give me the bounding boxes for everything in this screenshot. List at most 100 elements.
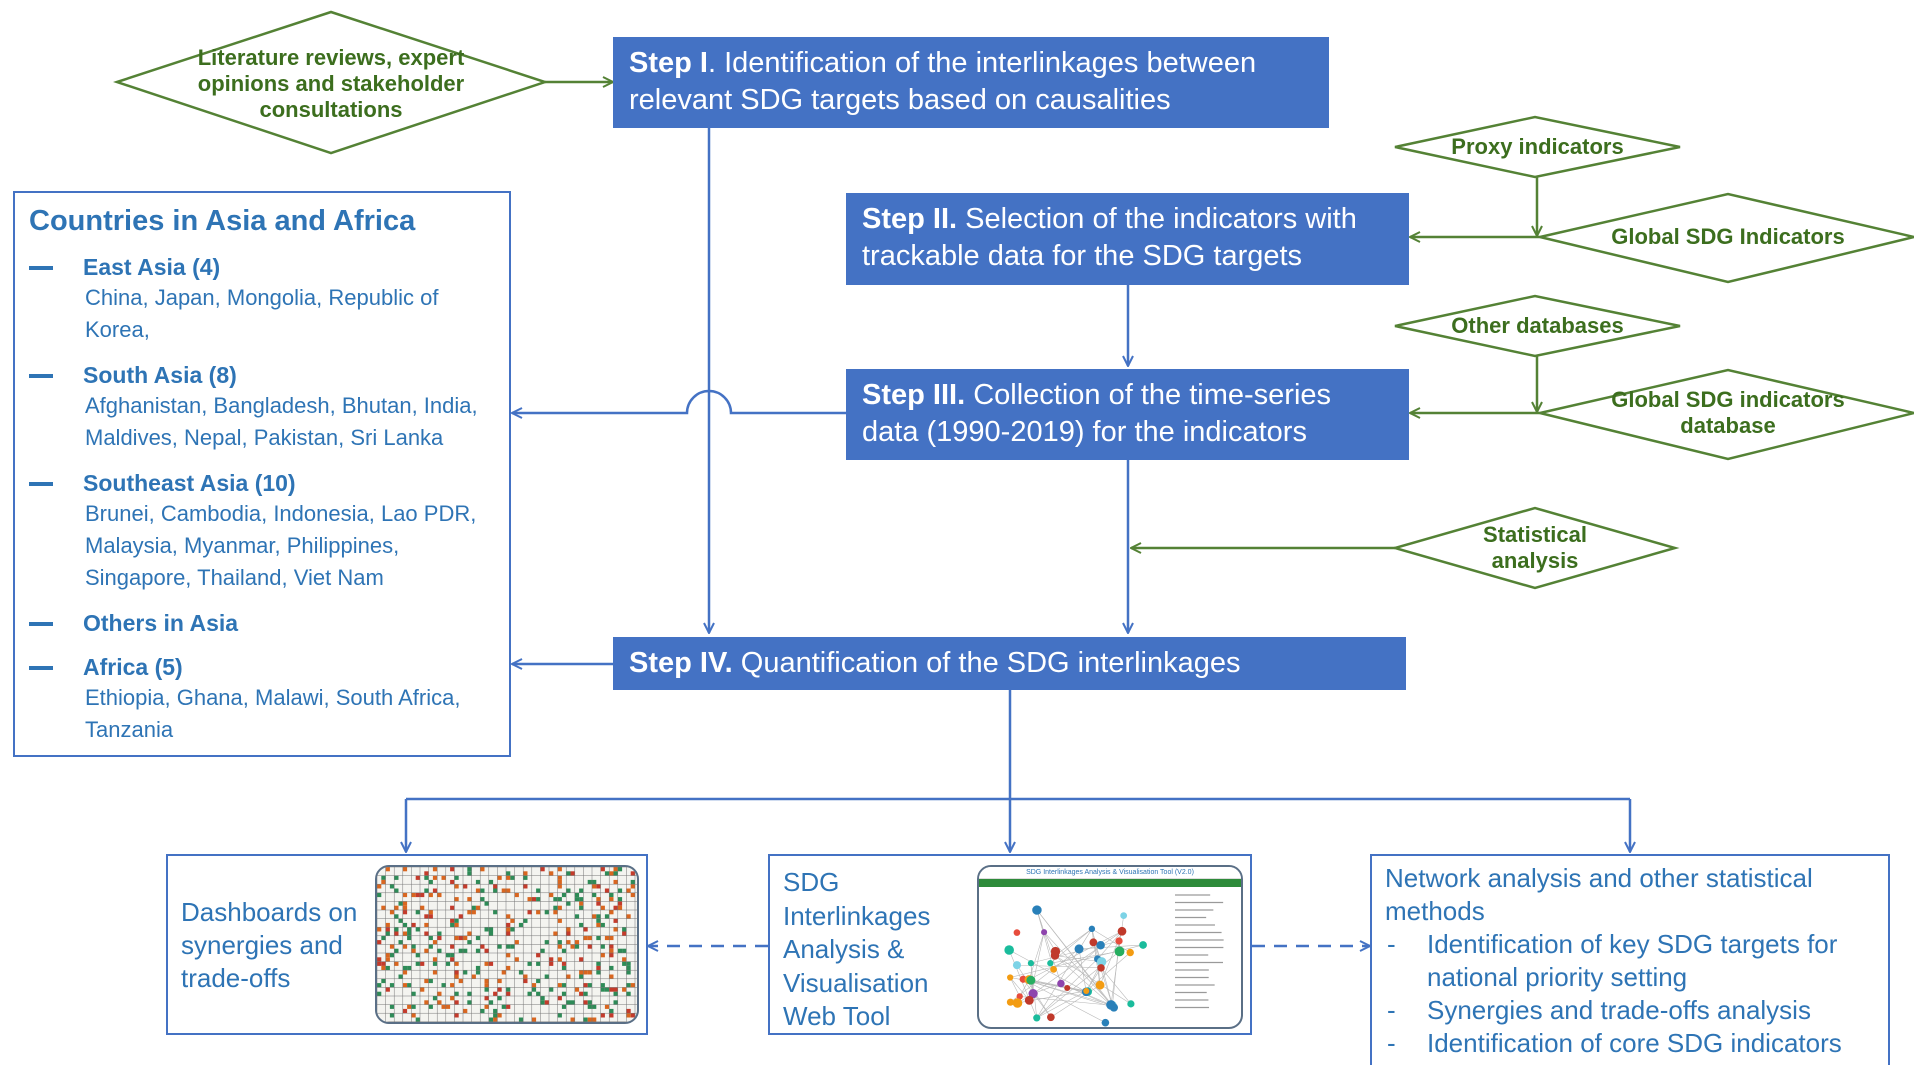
heatmap-cell [463,935,468,941]
network-analysis-title: Network analysis and other statistical m… [1385,863,1813,926]
heatmap-cell [454,1013,459,1018]
heatmap-cell [626,983,631,988]
heatmap-cell [424,1000,429,1005]
heatmap-cell [613,1000,618,1005]
network-node [1127,1000,1135,1008]
heatmap-cell [566,940,571,945]
network-edge [1010,948,1080,1003]
heatmap-cell [480,867,485,872]
global-sdg-database-label: Global SDG indicators database [1611,387,1845,438]
heatmap-cell [544,974,549,979]
heatmap-cell [514,957,519,962]
heatmap-cell [432,970,438,975]
heatmap-cell [600,922,605,928]
heatmap-cell [501,1004,506,1009]
heatmap-cell [377,957,382,962]
heatmap-cell [389,983,395,988]
network-edge [1009,977,1030,1001]
heatmap-cell [488,961,494,966]
heatmap-cell [407,927,412,932]
network-node [1050,951,1060,960]
heatmap-cell [557,879,562,885]
heatmap-cell [630,871,635,876]
heatmap-cell [493,1017,498,1022]
heatmap-cell [557,884,562,889]
network-node [1120,912,1128,919]
heatmap-cell [389,1004,395,1009]
heatmap-cell [531,897,537,902]
heatmap-cell [583,935,588,941]
heatmap-cell [626,1008,631,1014]
heatmap-cell [574,940,580,945]
heatmap-cell [389,953,395,958]
heatmap-cell [463,884,468,889]
heatmap-cell [549,871,554,876]
heatmap-cell [600,1013,605,1018]
network-item-2: Synergies and trade-offs analysis [1385,994,1885,1027]
heatmap-cell [587,879,592,885]
heatmap-cell [617,901,623,906]
heatmap-cell [377,991,382,996]
region-name: Southeast Asia (10) [83,470,296,496]
heatmap-cell [561,991,567,996]
region-name: Others in Asia [83,610,239,636]
heatmap-cell [592,1017,597,1022]
heatmap-cell [484,1004,489,1009]
network-edge [1009,977,1020,997]
network-item-1: Identification of key SDG targets for na… [1385,928,1885,994]
heatmap-cell [604,987,610,992]
heatmap-cell [458,948,463,953]
heatmap-cell [497,944,502,949]
heatmap-cell [536,961,541,966]
heatmap-cell [475,970,481,975]
heatmap-cell [557,918,562,923]
heatmap-cell [617,867,623,872]
heatmap-cell [617,897,623,902]
webtool-label: SDG Interlinkages Analysis & Visualisati… [783,867,931,1031]
network-edge [1008,949,1038,1019]
heatmap-cell [523,974,528,979]
network-edge [1029,932,1045,1001]
heatmap-cell [506,953,511,958]
heatmap-cell [402,867,408,872]
heatmap-cell [506,931,511,936]
heatmap-cell [510,927,515,932]
network-edge [1028,932,1045,980]
heatmap-cell [385,927,390,932]
heatmap-cell [437,935,442,941]
heatmap-cell [523,978,528,984]
heatmap-cell [592,879,597,885]
heatmap-cell [574,944,580,949]
heatmap-cell [609,944,614,949]
webtool-header: SDG Interlinkages Analysis & Visualisati… [979,867,1241,879]
heatmap-cell [579,957,584,962]
network-node [1106,1000,1116,1010]
heatmap-cell [493,1013,498,1018]
heatmap-cell [549,961,554,966]
heatmap-cell [488,879,494,885]
heatmap-cell [600,944,605,949]
heatmap-cell [493,991,498,996]
heatmap-cell [484,987,489,992]
heatmap-cell [561,965,567,971]
heatmap-cell [609,953,614,958]
heatmap-cell [596,922,601,928]
heatmap-cell [428,1004,433,1009]
heatmap-cell [428,910,433,915]
heatmap-cell [549,957,554,962]
heatmap-cell [424,922,429,928]
heatmap-cell [454,884,459,889]
heatmap-cell [398,974,403,979]
network-edge [1019,996,1113,1006]
heatmap-cell [450,922,455,928]
heatmap-cell [544,940,549,945]
heatmap-cell [604,914,610,919]
heatmap-cell [510,875,515,880]
webtool-nav-bar [979,879,1241,887]
heatmap-cell [432,961,438,966]
heatmap-cell [544,1000,549,1005]
heatmap-cell [385,987,390,992]
heatmap-cell [596,965,601,971]
heatmap-cell [536,888,541,893]
heatmap-cell [596,901,601,906]
